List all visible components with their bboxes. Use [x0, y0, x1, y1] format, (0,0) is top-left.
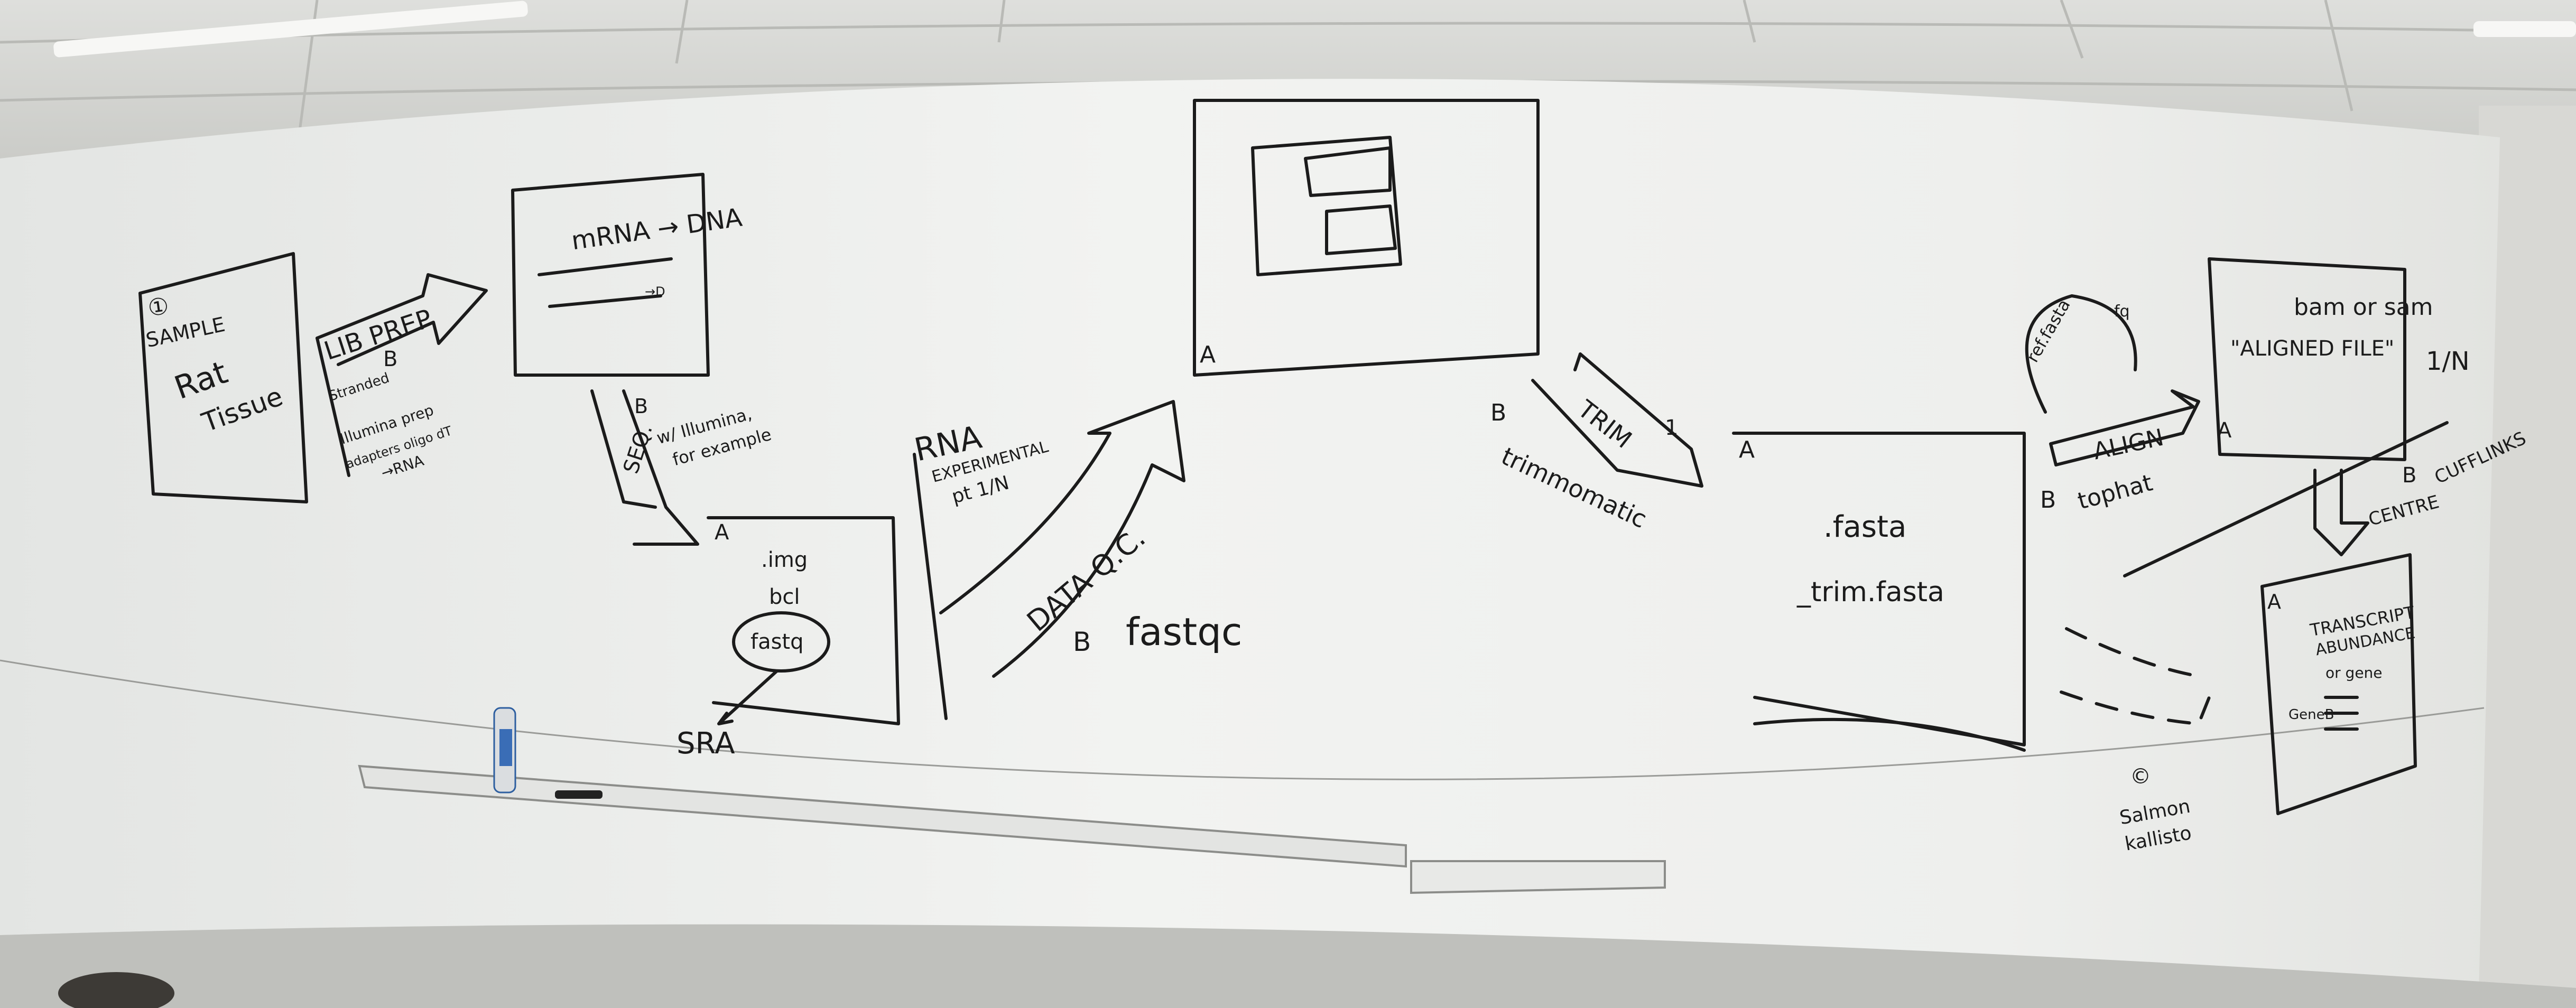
floor: [0, 924, 2576, 1008]
sra-label: SRA: [677, 726, 735, 761]
mrna-pointer: →D: [645, 284, 665, 299]
result-badge: A: [2267, 590, 2281, 613]
result-line: or gene: [2325, 664, 2383, 682]
spray-bottle: [499, 729, 512, 766]
lib-prep-badge: B: [383, 347, 398, 371]
fq-label: fq: [2114, 302, 2130, 321]
trim-badge: B: [1490, 399, 1507, 426]
seq-badge: B: [634, 395, 648, 418]
files-badge: A: [1739, 436, 1755, 463]
marker: [555, 790, 603, 799]
cuff-badge: B: [2402, 463, 2417, 488]
img-label: .img: [761, 548, 808, 572]
salmon-number: ©: [2130, 764, 2151, 789]
bam-subtitle: "ALIGNED FILE": [2230, 337, 2395, 361]
screen-badge: A: [1200, 341, 1216, 368]
fasta-label: .fasta: [1823, 510, 1907, 544]
whiteboard: [0, 79, 2500, 994]
fastq-box-badge: A: [715, 520, 729, 545]
fastqc-label: fastqc: [1126, 610, 1243, 654]
ink-drawings: [138, 99, 2449, 815]
bam-title: bam or sam: [2294, 294, 2433, 321]
chair: [58, 972, 174, 1008]
bam-badge: A: [2217, 418, 2232, 443]
result-line: GeneB: [2288, 707, 2334, 723]
trim-num: 1: [1665, 416, 1679, 440]
bcl-label: bcl: [769, 585, 800, 609]
marker-tray: [358, 764, 1407, 868]
align-badge: B: [2040, 487, 2056, 514]
qc-badge: B: [1073, 627, 1091, 657]
ceiling-light: [53, 1, 528, 58]
marker-tray: [1410, 860, 1666, 894]
bam-fraction: 1/N: [2426, 347, 2470, 376]
trim-fasta-label: _trim.fasta: [1797, 576, 1944, 608]
fastq-label: fastq: [750, 630, 804, 654]
sample-number: ①: [146, 292, 171, 322]
board-seam: [0, 659, 2485, 780]
ceiling-light: [2473, 21, 2576, 37]
